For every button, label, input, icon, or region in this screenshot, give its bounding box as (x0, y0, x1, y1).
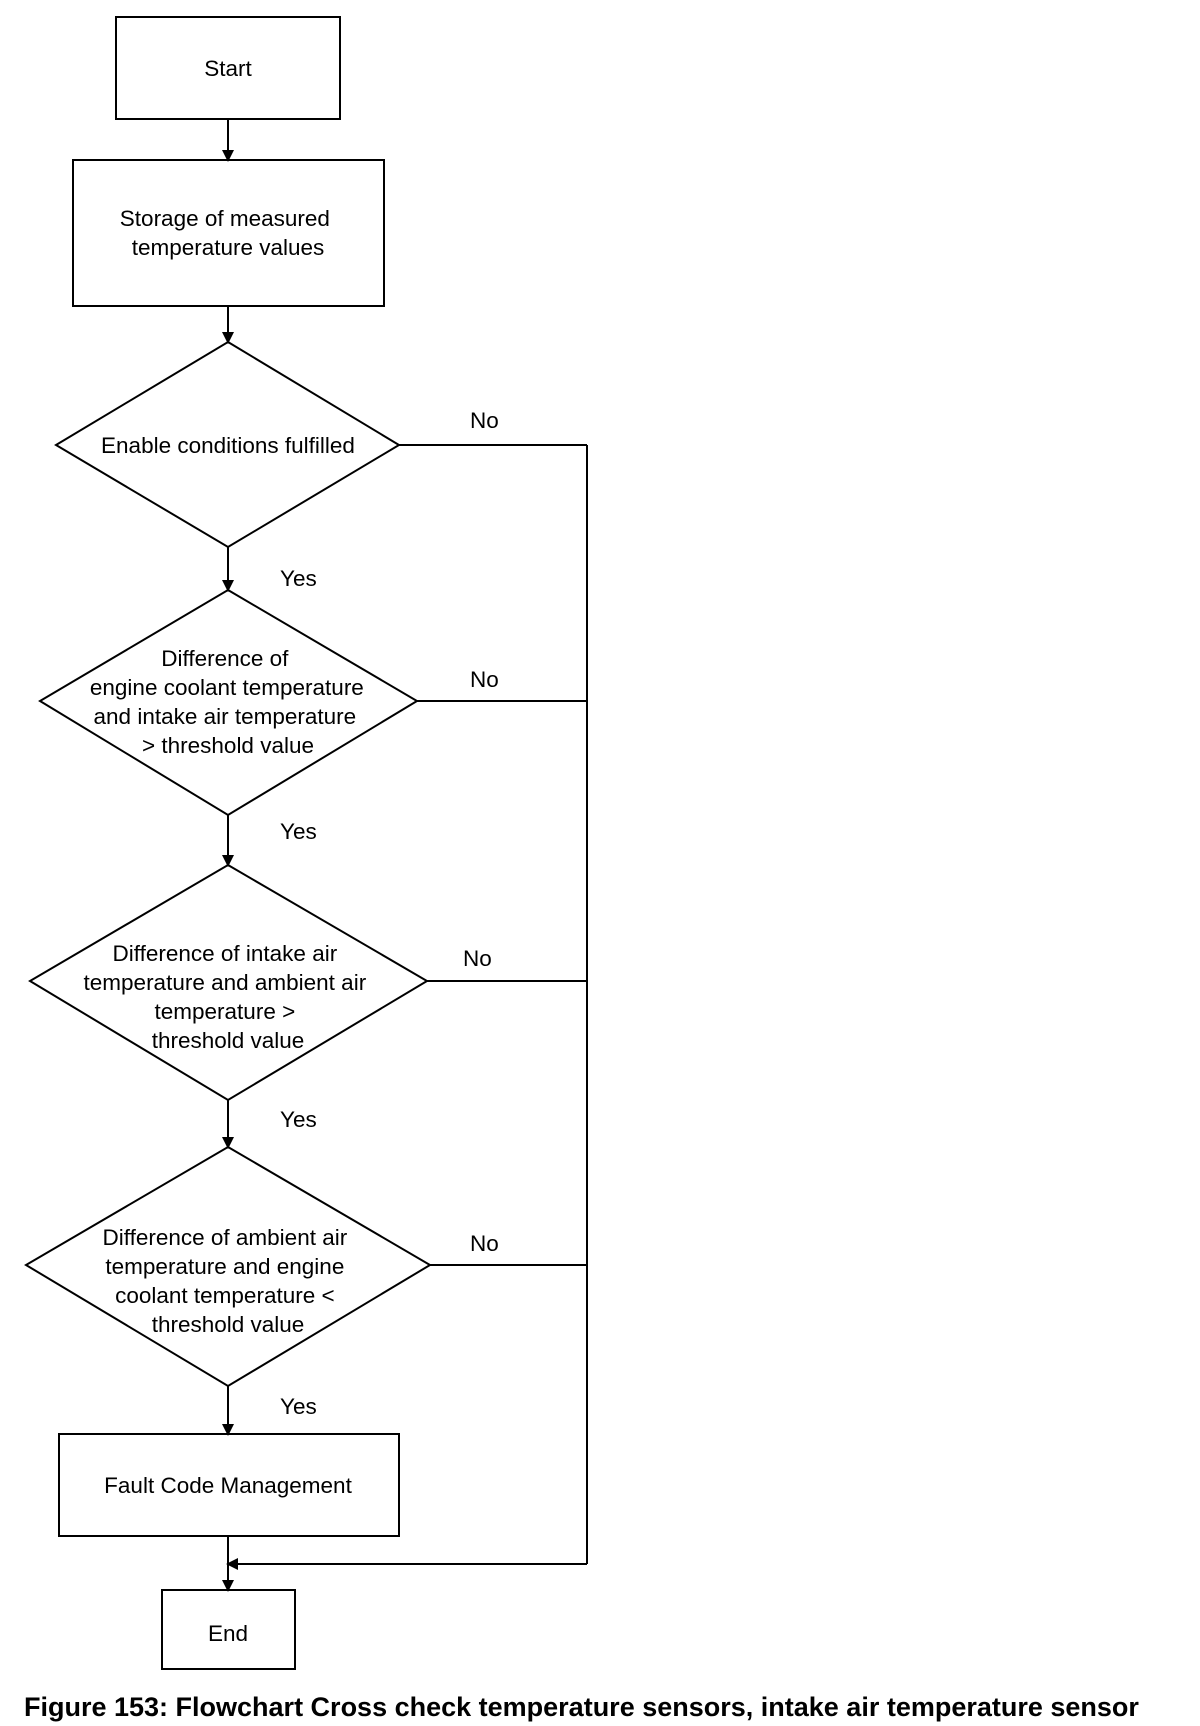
figure-caption: Figure 153: Flowchart Cross check temper… (24, 1692, 1139, 1722)
intake-ambient-text: Difference of intake air temperature and… (84, 941, 373, 1053)
yes-label-diff1: Yes (280, 819, 317, 844)
fault-code-management-box (58, 1433, 400, 1537)
coolant-intake-text: Difference of engine coolant temperature… (90, 646, 370, 758)
end-box (161, 1589, 296, 1670)
storage-box (72, 159, 385, 307)
yes-label-diff3: Yes (280, 1394, 317, 1419)
no-label-enable: No (470, 408, 499, 433)
no-label-diff3: No (470, 1231, 499, 1256)
start-label: Start (204, 56, 252, 81)
enable-conditions-text: Enable conditions fulfilled (101, 433, 355, 458)
yes-label-enable: Yes (280, 566, 317, 591)
yes-label-diff2: Yes (280, 1107, 317, 1132)
ambient-coolant-text: Difference of ambient air temperature an… (103, 1225, 354, 1337)
start-box (115, 16, 341, 120)
no-label-diff2: No (463, 946, 492, 971)
coolant-intake-diamond (38, 588, 419, 817)
end-label: End (208, 1621, 248, 1646)
no-label-diff1: No (470, 667, 499, 692)
fault-code-management-label: Fault Code Management (104, 1473, 352, 1498)
storage-text: Storage of measured temperature values (120, 206, 336, 260)
